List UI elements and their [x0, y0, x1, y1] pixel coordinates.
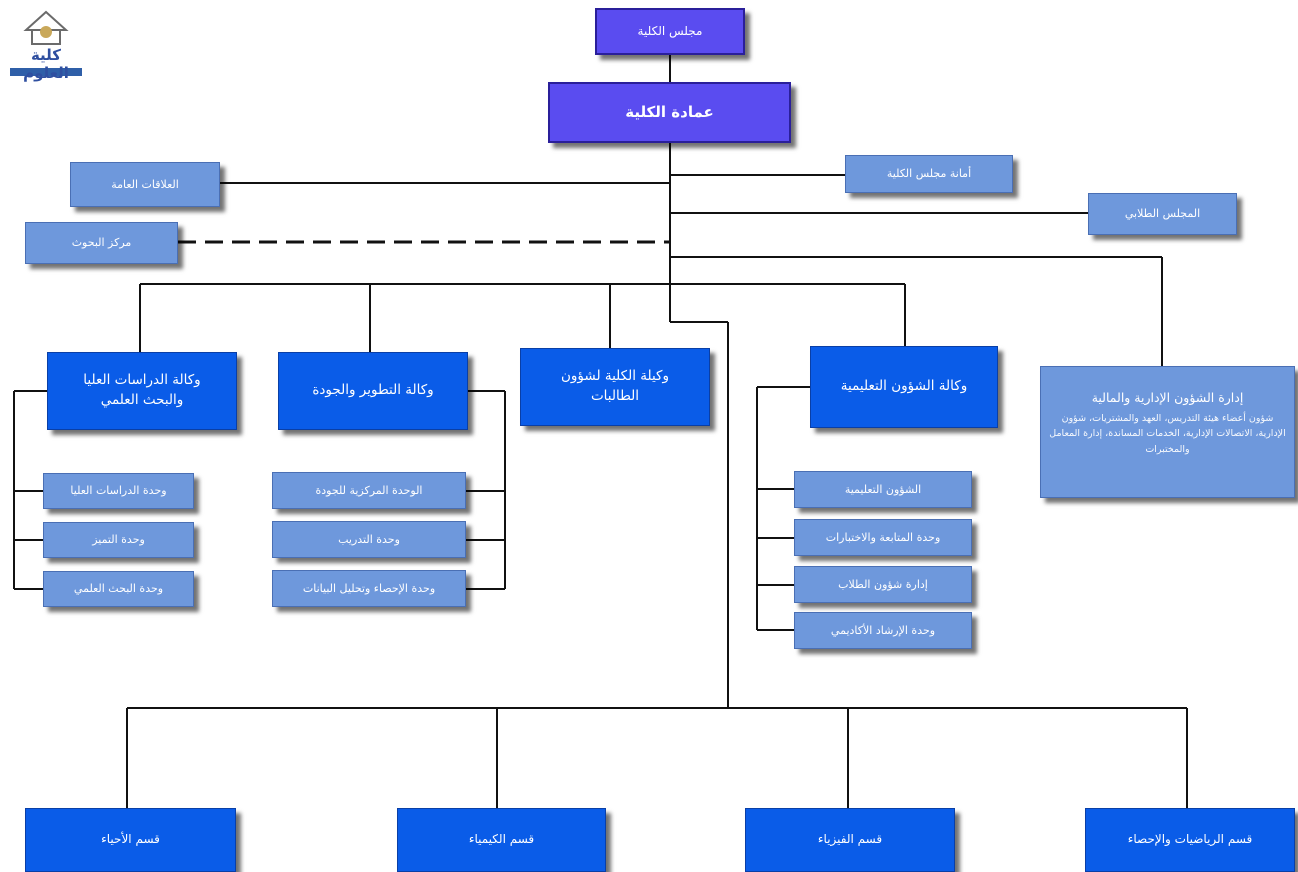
training-unit-label: وحدة التدريب — [338, 532, 400, 546]
graduate-studies-agency-label: وكالة الدراسات العليا والبحث العلمي — [83, 372, 201, 408]
physics-department-box: قسم الفيزياء — [745, 808, 955, 872]
training-unit-box: وحدة التدريب — [272, 521, 466, 558]
biology-department-box: قسم الأحياء — [25, 808, 236, 872]
research-center-box: مركز البحوث — [25, 222, 178, 264]
student-affairs-agency-box: وكيلة الكلية لشؤون الطالبات — [520, 348, 710, 426]
educational-affairs-unit-label: الشؤون التعليمية — [844, 482, 922, 496]
academic-advising-unit-box: وحدة الإرشاد الأكاديمي — [794, 612, 972, 649]
quality-unit-box: الوحدة المركزية للجودة — [272, 472, 466, 509]
college-logo: كلية العلوم — [6, 10, 86, 82]
admin-finance-box: إدارة الشؤون الإدارية والمالية شؤون أعضا… — [1040, 366, 1295, 498]
student-affairs-admin-label: إدارة شؤون الطلاب — [838, 577, 928, 591]
educational-affairs-agency-box: وكالة الشؤون التعليمية — [810, 346, 998, 428]
council-secretariat-label: أمانة مجلس الكلية — [886, 167, 972, 181]
deanship-box: عمادة الكلية — [548, 82, 791, 143]
physics-department-label: قسم الفيزياء — [817, 832, 883, 847]
chemistry-department-label: قسم الكيمياء — [468, 832, 535, 847]
student-council-box: المجلس الطلابي — [1088, 193, 1237, 235]
admin-finance-title: إدارة الشؤون الإدارية والمالية — [1091, 390, 1244, 405]
excellence-unit-label: وحدة التميز — [92, 533, 145, 547]
admin-finance-description: شؤون أعضاء هيئة التدريس، العهد والمشتريا… — [1049, 413, 1286, 455]
excellence-unit-box: وحدة التميز — [43, 522, 194, 558]
student-affairs-agency-label: وكيلة الكلية لشؤون الطالبات — [561, 368, 669, 404]
educational-affairs-agency-label: وكالة الشؤون التعليمية — [840, 378, 968, 395]
chemistry-department-box: قسم الكيمياء — [397, 808, 606, 872]
public-relations-box: العلاقات العامة — [70, 162, 220, 207]
educational-affairs-unit-box: الشؤون التعليمية — [794, 471, 972, 508]
follow-up-exams-unit-label: وحدة المتابعة والاختبارات — [825, 530, 941, 544]
council-secretariat-box: أمانة مجلس الكلية — [845, 155, 1013, 193]
public-relations-label: العلاقات العامة — [111, 177, 179, 191]
math-statistics-department-label: قسم الرياضيات والإحصاء — [1127, 832, 1253, 847]
research-center-label: مركز البحوث — [71, 236, 132, 250]
quality-unit-label: الوحدة المركزية للجودة — [315, 483, 423, 497]
statistics-unit-box: وحدة الإحصاء وتحليل البيانات — [272, 570, 466, 607]
college-council-label: مجلس الكلية — [637, 23, 703, 38]
development-quality-agency-label: وكالة التطوير والجودة — [312, 382, 434, 399]
research-unit-box: وحدة البحث العلمي — [43, 571, 194, 607]
statistics-unit-label: وحدة الإحصاء وتحليل البيانات — [302, 581, 436, 595]
math-statistics-department-box: قسم الرياضيات والإحصاء — [1085, 808, 1295, 872]
student-affairs-admin-box: إدارة شؤون الطلاب — [794, 566, 972, 603]
graduate-unit-label: وحدة الدراسات العليا — [70, 484, 167, 498]
student-council-label: المجلس الطلابي — [1124, 207, 1201, 221]
college-council-box: مجلس الكلية — [595, 8, 745, 55]
logo-text: كلية العلوم — [23, 46, 69, 82]
academic-advising-unit-label: وحدة الإرشاد الأكاديمي — [830, 623, 936, 637]
development-quality-agency-box: وكالة التطوير والجودة — [278, 352, 468, 430]
graduate-studies-agency-box: وكالة الدراسات العليا والبحث العلمي — [47, 352, 237, 430]
deanship-label: عمادة الكلية — [625, 102, 714, 121]
logo-emblem-icon — [10, 10, 82, 76]
biology-department-label: قسم الأحياء — [101, 832, 160, 847]
follow-up-exams-unit-box: وحدة المتابعة والاختبارات — [794, 519, 972, 556]
graduate-unit-box: وحدة الدراسات العليا — [43, 473, 194, 509]
research-unit-label: وحدة البحث العلمي — [73, 582, 164, 596]
